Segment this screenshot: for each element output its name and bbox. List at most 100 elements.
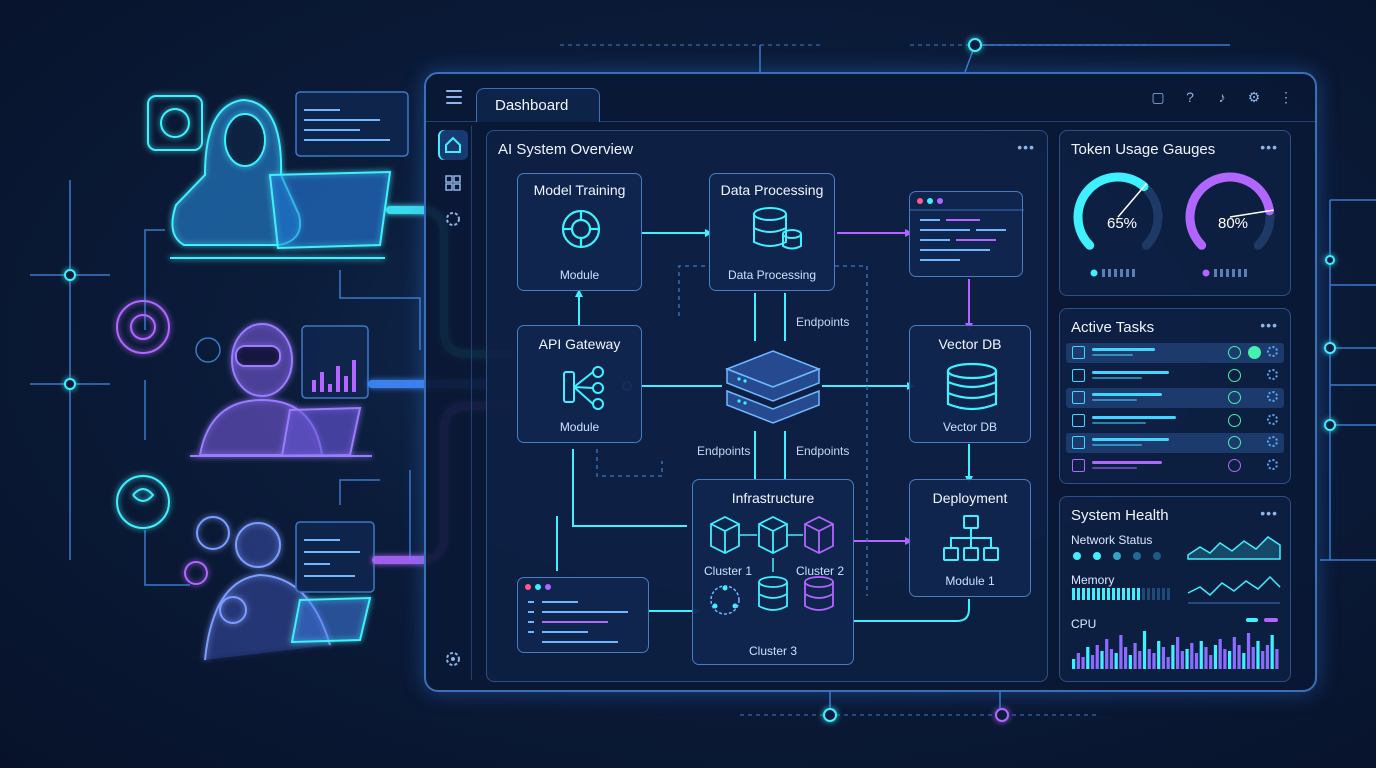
cpu-bar: [1128, 655, 1132, 669]
task-checkbox[interactable]: [1072, 391, 1085, 404]
task-row[interactable]: [1066, 343, 1284, 363]
task-checkbox[interactable]: [1072, 368, 1085, 382]
task-checkbox[interactable]: [1072, 413, 1085, 427]
task-gear-icon[interactable]: [1267, 346, 1278, 357]
cpu-bar: [1251, 647, 1255, 669]
token-usage-title: Token Usage Gauges: [1071, 141, 1216, 158]
memory-segment: [1167, 588, 1170, 600]
gauge-legend-dot-1: [1090, 269, 1098, 277]
check-circle-icon: [1228, 413, 1241, 427]
system-health-graphics: [1072, 536, 1281, 669]
overview-connectors: [556, 229, 973, 622]
cpu-bar: [1086, 647, 1090, 669]
gauge-needle-2: [1229, 209, 1274, 218]
window-icon[interactable]: ▢: [1151, 89, 1165, 105]
cpu-bar: [1124, 647, 1128, 669]
tab-dashboard[interactable]: Dashboard: [476, 88, 600, 122]
help-icon[interactable]: ?: [1186, 89, 1194, 105]
settings-icon: [446, 652, 460, 666]
check-circle-icon: [1228, 346, 1241, 359]
cluster-1-label: Cluster 1: [703, 564, 753, 578]
cpu-bar: [1204, 647, 1208, 669]
node-infrastructure[interactable]: Infrastructure: [692, 479, 854, 665]
gauge-fill-1: [1073, 172, 1149, 250]
gauge-legend-tick: [1126, 269, 1129, 277]
cpu-bar: [1081, 657, 1085, 669]
gauge-1-value: 65%: [1107, 215, 1138, 232]
task-progress-bar: [1092, 438, 1169, 441]
task-gear-icon[interactable]: [1267, 413, 1278, 425]
cpu-bar: [1270, 635, 1274, 669]
active-tasks-more-icon[interactable]: •••: [1260, 317, 1278, 333]
sidebar-item-bottom-settings[interactable]: [438, 644, 468, 674]
gauge-legend-tick: [1214, 269, 1217, 277]
task-gear-icon[interactable]: [1267, 458, 1278, 470]
gauges-area: [1073, 172, 1275, 277]
api-gateway-sub: Module: [559, 420, 600, 434]
vector-db-sub: Vector DB: [942, 420, 998, 434]
task-row[interactable]: [1066, 388, 1284, 408]
task-row[interactable]: [1066, 433, 1284, 453]
task-checkbox[interactable]: [1072, 346, 1085, 359]
system-health-more-icon[interactable]: •••: [1260, 505, 1278, 521]
cpu-bar: [1256, 641, 1260, 669]
memory-segment: [1117, 588, 1120, 600]
model-training-title: Model Training: [533, 182, 626, 198]
cpu-bar: [1232, 637, 1236, 669]
endpoints-label-top: Endpoints: [796, 315, 850, 329]
task-row[interactable]: [1066, 411, 1284, 431]
cpu-bars: [1072, 631, 1279, 669]
deployment-title: Deployment: [932, 490, 1008, 506]
bell-icon[interactable]: ♪: [1218, 89, 1226, 105]
gauge-legend-tick: [1220, 269, 1223, 277]
node-vector-db[interactable]: Vector DB Vector DB: [909, 325, 1031, 443]
sidebar-item-settings[interactable]: [438, 204, 468, 234]
token-usage-more-icon[interactable]: •••: [1260, 139, 1278, 155]
cpu-bar: [1157, 641, 1161, 669]
cpu-bar: [1199, 641, 1203, 669]
more-vertical-icon[interactable]: ⋮: [1279, 89, 1293, 105]
sidebar: [434, 126, 472, 680]
overview-more-icon[interactable]: •••: [1017, 139, 1035, 155]
sidebar-item-grid[interactable]: [438, 168, 468, 198]
gauge-needle-1: [1117, 183, 1148, 218]
system-health-title: System Health: [1071, 507, 1169, 524]
neural-knot-icon: [561, 209, 601, 249]
node-data-processing[interactable]: Data Processing Data Processing: [709, 173, 835, 291]
active-tasks-panel: Active Tasks •••: [1059, 308, 1291, 484]
check-circle-icon: [1228, 436, 1241, 449]
grid-icon: [445, 175, 461, 191]
token-usage-panel: Token Usage Gauges ••• 65% 80%: [1059, 130, 1291, 296]
task-row[interactable]: [1066, 366, 1284, 386]
cpu-bar: [1152, 653, 1156, 669]
task-gear-icon[interactable]: [1267, 436, 1278, 447]
gear-icon[interactable]: ⚙: [1247, 89, 1261, 105]
cluster-2-label: Cluster 2: [795, 564, 845, 578]
node-model-training[interactable]: Model Training Module: [517, 173, 642, 291]
cpu-bar: [1133, 643, 1137, 669]
task-checkbox[interactable]: [1072, 458, 1085, 472]
check-filled-icon: [1248, 346, 1261, 359]
memory-segment: [1077, 588, 1080, 600]
cpu-bar: [1114, 653, 1118, 669]
top-icons: ▢ ? ♪ ⚙ ⋮: [1149, 88, 1295, 106]
memory-segment: [1112, 588, 1115, 600]
task-checkbox[interactable]: [1072, 436, 1085, 449]
task-row[interactable]: [1066, 456, 1284, 476]
node-api-gateway[interactable]: API Gateway Module: [517, 325, 642, 443]
network-sparkline: [1187, 536, 1281, 560]
cpu-bar: [1076, 653, 1080, 669]
clusters-icon: [710, 515, 834, 615]
node-deployment[interactable]: Deployment Module 1: [909, 479, 1031, 597]
task-gear-icon[interactable]: [1267, 368, 1278, 380]
gauge-2-value: 80%: [1218, 215, 1249, 232]
dashboard-window: Dashboard ▢ ? ♪ ⚙ ⋮ AI System Overview •…: [424, 72, 1317, 692]
cpu-bar: [1185, 649, 1189, 669]
hamburger-menu-icon[interactable]: [446, 90, 462, 104]
sidebar-item-home[interactable]: [438, 130, 468, 160]
task-gear-icon[interactable]: [1267, 391, 1278, 402]
active-tasks-title: Active Tasks: [1071, 319, 1155, 336]
check-circle-icon: [1228, 391, 1241, 404]
code-window-icon: [525, 584, 628, 643]
task-sub-bar: [1092, 399, 1137, 401]
